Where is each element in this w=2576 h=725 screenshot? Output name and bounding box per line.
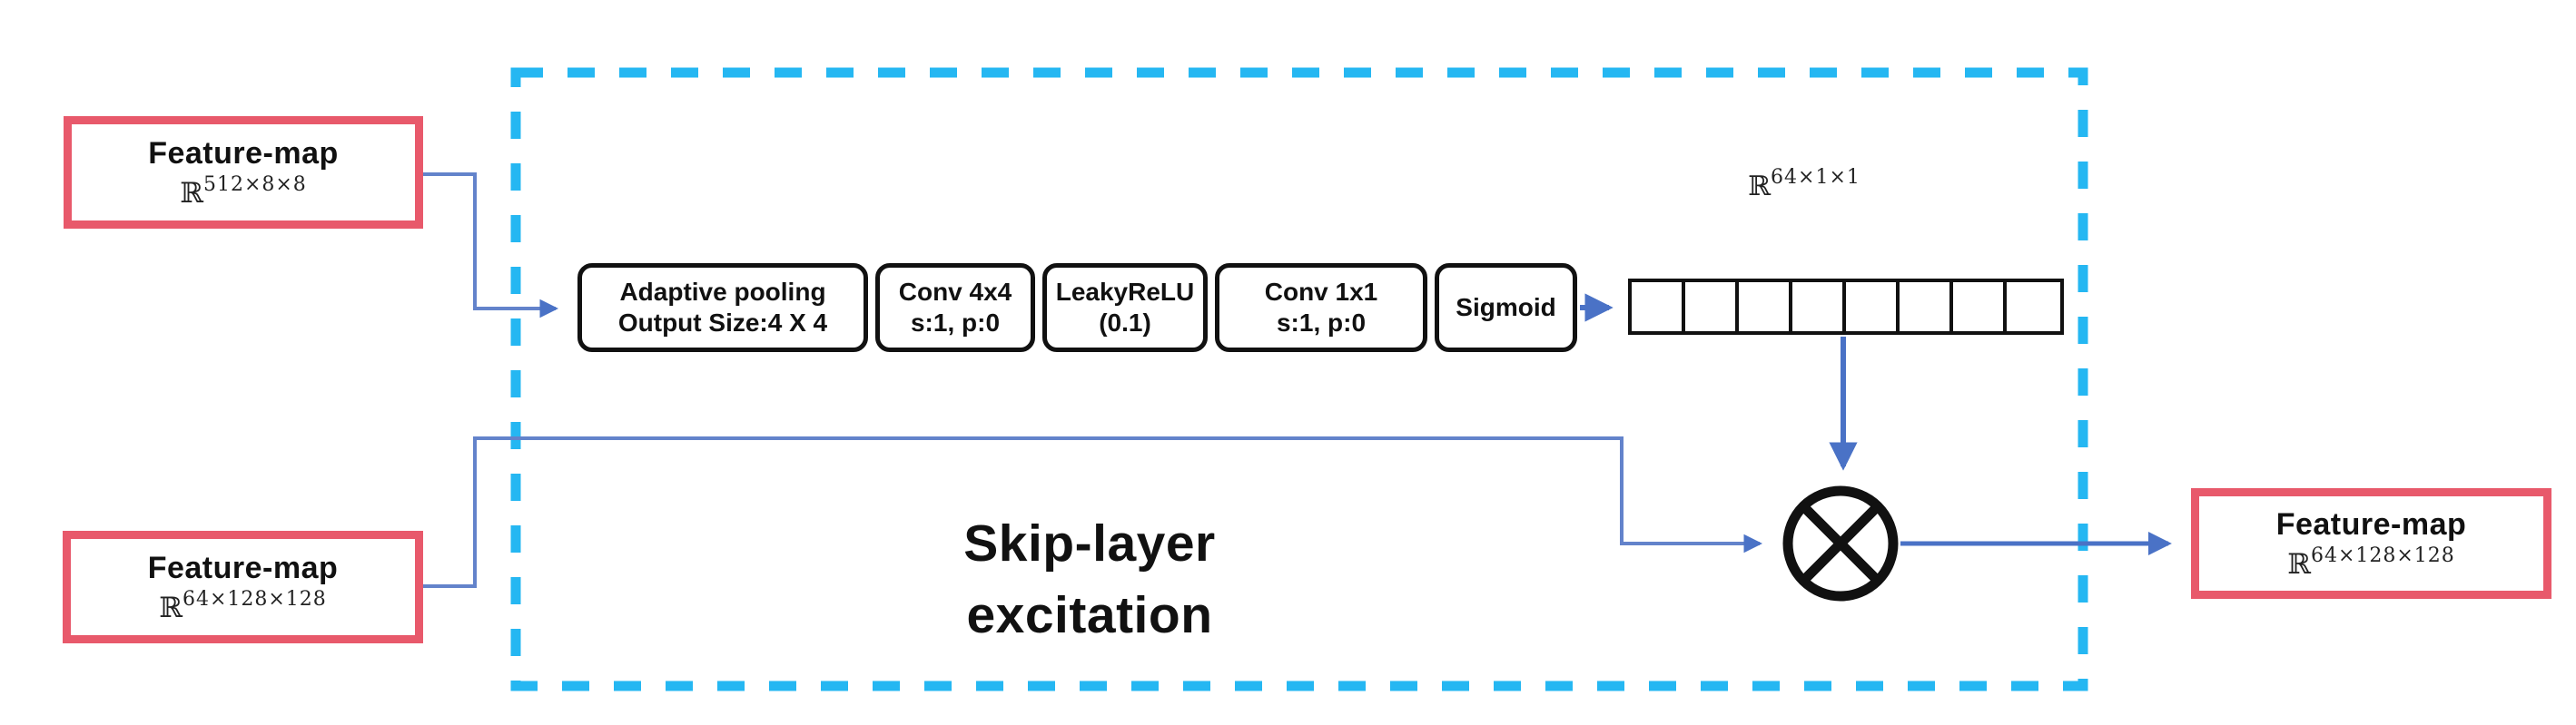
module-dashed-border — [510, 67, 2088, 691]
feature-map-dims: ℝ64×128×128 — [159, 587, 327, 624]
op-conv-4x4: Conv 4x4 s:1, p:0 — [875, 263, 1035, 352]
vector-dims-label: ℝ64×1×1 — [1748, 166, 1860, 202]
op-sigmoid: Sigmoid — [1435, 263, 1577, 352]
op-adaptive-pooling: Adaptive pooling Output Size:4 X 4 — [577, 263, 868, 352]
vector-cell — [1953, 282, 2007, 331]
op-line1: Conv 1x1 — [1264, 277, 1378, 306]
input-feature-map-top: Feature-map ℝ512×8×8 — [64, 116, 423, 229]
feature-map-label: Feature-map — [148, 136, 339, 171]
multiply-node-icon — [1782, 485, 1899, 602]
vector-cell — [1792, 282, 1846, 331]
vector-cell — [1632, 282, 1685, 331]
module-caption-line1: Skip-layer — [963, 514, 1216, 573]
vector-cell — [1900, 282, 1953, 331]
excitation-vector — [1628, 279, 2064, 335]
feature-map-label: Feature-map — [2275, 507, 2467, 543]
vector-cell — [2007, 282, 2060, 331]
op-line2: (0.1) — [1099, 309, 1151, 337]
vector-cell — [1739, 282, 1792, 331]
feature-map-dims: ℝ64×128×128 — [2287, 544, 2455, 581]
module-caption-line2: excitation — [966, 585, 1213, 644]
connector-bottom-input-to-multiply — [423, 436, 1763, 588]
op-line1: Conv 4x4 — [898, 277, 1012, 306]
module-caption: Skip-layer excitation — [908, 508, 1271, 651]
op-line1: LeakyReLU — [1055, 277, 1195, 306]
feature-map-label: Feature-map — [147, 551, 339, 586]
input-feature-map-bottom: Feature-map ℝ64×128×128 — [63, 531, 423, 643]
op-line2: s:1, p:0 — [1276, 309, 1367, 337]
output-feature-map: Feature-map ℝ64×128×128 — [2191, 488, 2551, 599]
feature-map-dims: ℝ512×8×8 — [180, 172, 307, 210]
op-leakyrelu: LeakyReLU (0.1) — [1042, 263, 1208, 352]
op-line2: Output Size:4 X 4 — [617, 309, 828, 337]
op-line1: Adaptive pooling — [619, 277, 826, 306]
vector-cell — [1846, 282, 1900, 331]
vector-cell — [1685, 282, 1739, 331]
op-conv-1x1: Conv 1x1 s:1, p:0 — [1215, 263, 1427, 352]
op-line2: s:1, p:0 — [910, 309, 1001, 337]
op-line1: Sigmoid — [1456, 292, 1556, 321]
connector-top-input-to-pipeline — [423, 172, 559, 318]
